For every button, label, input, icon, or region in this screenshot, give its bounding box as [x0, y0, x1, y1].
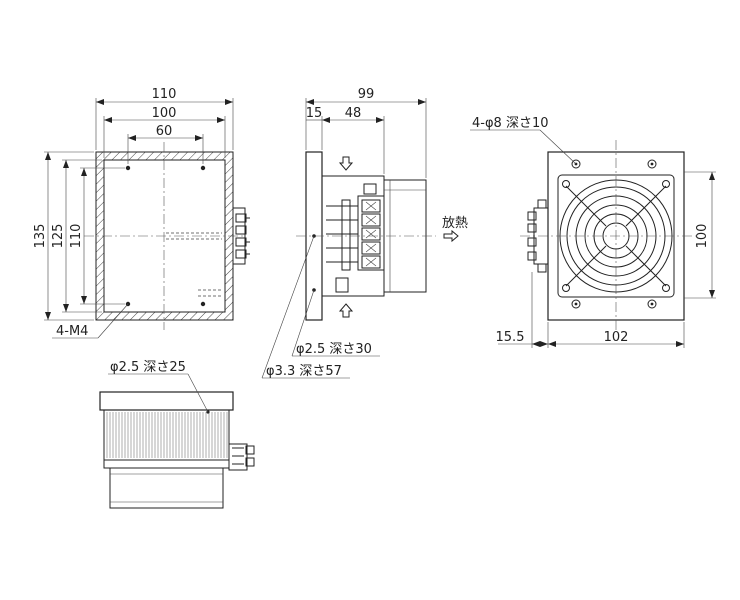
- bottom-view: φ2.5 深さ25: [99, 360, 255, 509]
- side-view: 放熱 99 15 48 φ2.5 深さ30 φ3.3 深さ57: [261, 87, 468, 379]
- dim-48: 48: [345, 106, 362, 121]
- mount-hole-8: [571, 299, 581, 309]
- hollow-arrow-down-icon: [338, 156, 354, 171]
- terminal-connector: [232, 207, 250, 265]
- dim-135-height: 135: [33, 224, 48, 249]
- dim-15: 15: [306, 106, 323, 121]
- label-hole-3-3-depth-57: φ3.3 深さ57: [266, 364, 342, 379]
- label-4-phi8-depth-10: 4-φ8 深さ10: [472, 116, 548, 131]
- rear-connector: [527, 199, 549, 273]
- label-heat-dissipation: 放熱: [442, 216, 468, 231]
- mount-hole: [125, 165, 131, 171]
- mount-hole: [200, 165, 206, 171]
- mount-hole-8: [647, 299, 657, 309]
- heatsink-fins: [106, 412, 228, 458]
- hollow-arrow-right-icon: [443, 229, 459, 243]
- terminal-block: [326, 183, 385, 293]
- mount-hole: [200, 301, 206, 307]
- dim-60-pitch: 60: [156, 124, 173, 139]
- label-4-m4: 4-M4: [56, 324, 88, 339]
- dim-102: 102: [604, 330, 629, 345]
- label-hole-2-5-depth-25: φ2.5 深さ25: [110, 360, 186, 375]
- bottom-connector: [228, 443, 255, 471]
- label-hole-2-5-depth-30: φ2.5 深さ30: [296, 342, 372, 357]
- dim-99-depth: 99: [358, 87, 375, 102]
- dim-15-5: 15.5: [496, 330, 525, 345]
- rear-view: 4-φ8 深さ10 100 15.5 102: [470, 116, 716, 348]
- mount-hole-8: [571, 159, 581, 169]
- dim-100-width: 100: [152, 106, 177, 121]
- dim-125-height: 125: [51, 224, 66, 249]
- dim-110-height: 110: [69, 224, 84, 249]
- hollow-arrow-up-icon: [338, 303, 354, 318]
- front-view: 110 100 60 135 125 110 4-M4: [33, 87, 250, 339]
- dim-100-rear-height: 100: [695, 224, 710, 249]
- dim-110-width: 110: [152, 87, 177, 102]
- mount-hole-8: [647, 159, 657, 169]
